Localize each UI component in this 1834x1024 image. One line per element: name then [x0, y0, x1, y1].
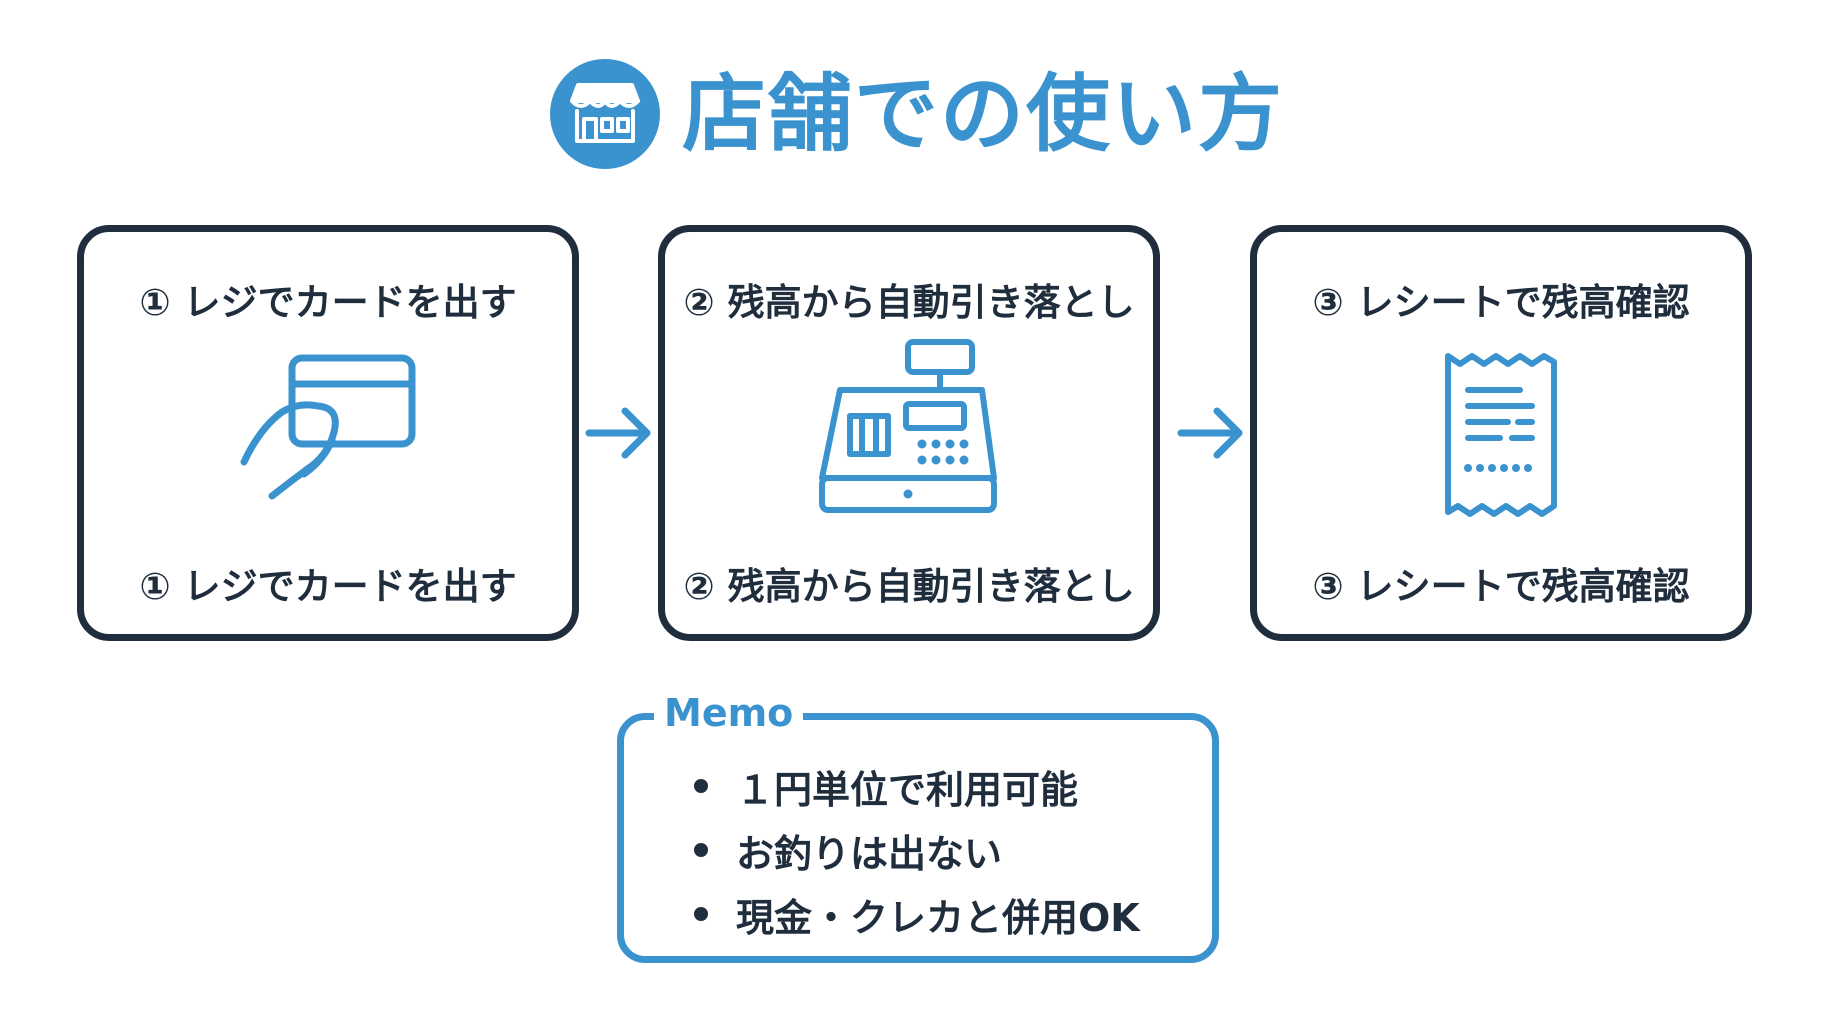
arrow-right-icon — [585, 405, 655, 465]
step-3-bottom-label: ③ レシートで残高確認 — [1312, 565, 1690, 608]
cash-register-icon — [814, 336, 1004, 522]
memo-list: １円単位で利用可能 お釣りは出ない 現金・クレカと併用OK — [694, 754, 1140, 946]
memo-box: Memo １円単位で利用可能 お釣りは出ない 現金・クレカと併用OK — [617, 689, 1219, 963]
memo-item: お釣りは出ない — [694, 818, 1140, 882]
step-card-3: ③ レシートで残高確認 ③ レシートで残高確認 — [1250, 225, 1752, 641]
memo-item-text: １円単位で利用可能 — [736, 767, 1079, 812]
bullet-icon — [694, 907, 708, 921]
step-2-bottom-label: ② 残高から自動引き落とし — [683, 565, 1135, 608]
memo-title: Memo — [654, 689, 804, 739]
page-title-text: 店舗での使い方 — [681, 65, 1284, 163]
memo-item: 現金・クレカと併用OK — [694, 882, 1140, 946]
bullet-icon — [694, 843, 708, 857]
memo-item-text: 現金・クレカと併用OK — [736, 895, 1140, 940]
store-icon — [549, 59, 660, 169]
page-title: 店舗での使い方 — [0, 52, 1834, 176]
step-2-top-label: ② 残高から自動引き落とし — [683, 281, 1135, 324]
step-card-1: ① レジでカードを出す ① レジでカードを出す — [77, 225, 579, 641]
step-1-bottom-label: ① レジでカードを出す — [139, 565, 517, 608]
memo-item-text: お釣りは出ない — [736, 831, 1003, 876]
bullet-icon — [694, 779, 708, 793]
arrow-right-icon — [1177, 405, 1247, 465]
memo-item: １円単位で利用可能 — [694, 754, 1140, 818]
hand-holding-card-icon — [228, 350, 428, 514]
step-card-2: ② 残高から自動引き落とし — [658, 225, 1160, 641]
receipt-icon — [1436, 350, 1566, 524]
step-1-top-label: ① レジでカードを出す — [139, 281, 517, 324]
step-3-top-label: ③ レシートで残高確認 — [1312, 281, 1690, 324]
